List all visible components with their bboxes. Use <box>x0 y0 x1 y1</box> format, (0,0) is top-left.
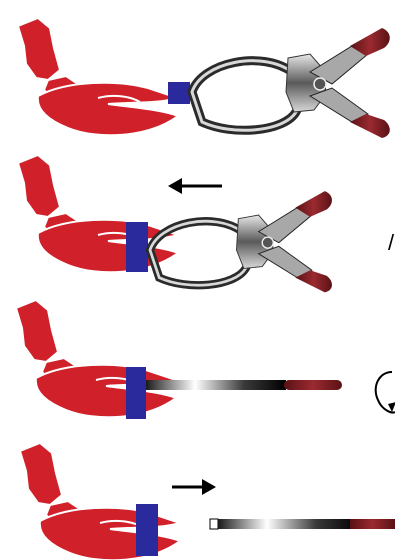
claw-band <box>126 222 148 272</box>
rotation-icon <box>376 372 395 413</box>
claw-band <box>136 504 158 556</box>
panel-4 <box>20 443 395 560</box>
panel-2-edge-glyph: / <box>388 230 395 255</box>
crab-claw-icon <box>18 18 178 135</box>
rod <box>210 519 395 529</box>
arrow-left-icon <box>168 178 222 194</box>
arrow-right-icon <box>172 479 216 495</box>
crab-claw-icon <box>16 300 176 417</box>
rod <box>146 380 342 390</box>
pliers-icon <box>192 28 390 138</box>
claw-band <box>126 367 146 419</box>
panel-1 <box>18 18 390 138</box>
panel-2: / <box>18 155 395 292</box>
claw-band <box>168 82 190 104</box>
pliers-icon <box>150 191 332 292</box>
panel-3 <box>16 300 395 419</box>
